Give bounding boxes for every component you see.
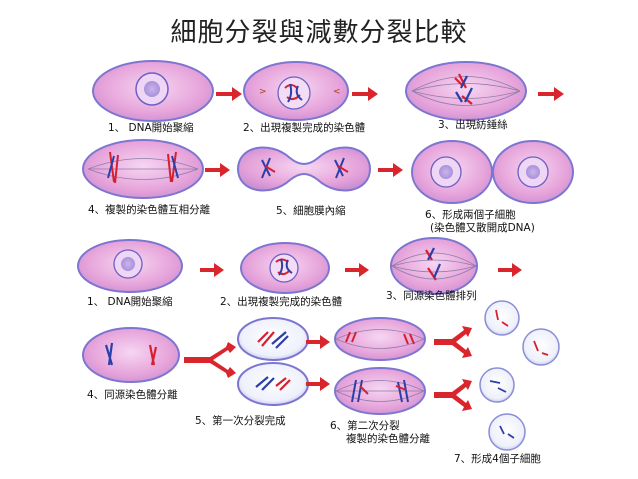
mitosis-step1-label: 1、 DNA開始聚縮 <box>108 121 194 134</box>
arrow-icon <box>345 263 369 277</box>
meiosis-step1-cell <box>77 239 183 293</box>
slide-title: 細胞分裂與減數分裂比較 <box>170 18 468 48</box>
meiosis-step6-cell-top <box>334 317 426 361</box>
arrow-icon <box>200 263 224 277</box>
meiosis-daughter-cell-3 <box>479 367 515 403</box>
meiosis-step6-cell-bottom <box>334 367 426 415</box>
meiosis-daughter-cell-4 <box>488 413 526 451</box>
split-arrow-icon <box>184 342 236 378</box>
arrow-icon <box>306 377 330 391</box>
mitosis-step4-cell <box>82 139 204 199</box>
meiosis-step7-label: 7、形成4個子細胞 <box>454 452 541 465</box>
mitosis-step3-label: 3、出現紡錘絲 <box>438 118 508 131</box>
mitosis-step6-cells <box>411 140 574 204</box>
arrow-icon <box>498 263 522 277</box>
meiosis-step6-sublabel: 複製的染色體分離 <box>346 432 430 445</box>
meiosis-step3-cell <box>390 237 478 295</box>
svg-text:<: < <box>333 87 341 97</box>
mitosis-step4-label: 4、複製的染色體互相分離 <box>88 203 211 216</box>
arrow-icon <box>378 163 403 177</box>
mitosis-step2-label: 2、出現複製完成的染色體 <box>243 121 366 134</box>
mitosis-step6-label: 6、形成兩個子細胞 <box>425 208 516 221</box>
meiosis-step1-label: 1、 DNA開始聚縮 <box>87 295 173 308</box>
meiosis-step5-cell-top <box>237 317 309 361</box>
meiosis-step2-cell <box>240 242 330 294</box>
svg-text:>: > <box>259 87 267 97</box>
mitosis-step2-cell: > < <box>243 61 349 121</box>
meiosis-step4-cell <box>82 327 180 383</box>
meiosis-daughter-cell-2 <box>522 328 560 366</box>
meiosis-step6-label: 6、第二次分裂 <box>330 419 400 432</box>
arrow-icon <box>216 87 242 101</box>
arrow-icon <box>205 163 230 177</box>
meiosis-step5-label: 5、第一次分裂完成 <box>195 414 286 427</box>
meiosis-step5-cell-bottom <box>237 362 309 406</box>
mitosis-step6-sublabel: (染色體又散開成DNA) <box>430 221 535 234</box>
meiosis-step3-label: 3、同源染色體排列 <box>386 289 477 302</box>
mitosis-step5-cell <box>236 146 372 192</box>
split-arrow-icon <box>434 379 472 411</box>
split-arrow-icon <box>434 326 472 358</box>
mitosis-step1-cell <box>92 60 214 122</box>
arrow-icon <box>352 87 378 101</box>
meiosis-step2-label: 2、出現複製完成的染色體 <box>220 295 343 308</box>
arrow-icon <box>538 87 564 101</box>
meiosis-step4-label: 4、同源染色體分離 <box>87 388 178 401</box>
mitosis-step5-label: 5、細胞膜內縮 <box>276 204 346 217</box>
arrow-icon <box>306 335 330 349</box>
mitosis-step3-cell <box>405 61 527 121</box>
meiosis-daughter-cell-1 <box>484 300 520 336</box>
